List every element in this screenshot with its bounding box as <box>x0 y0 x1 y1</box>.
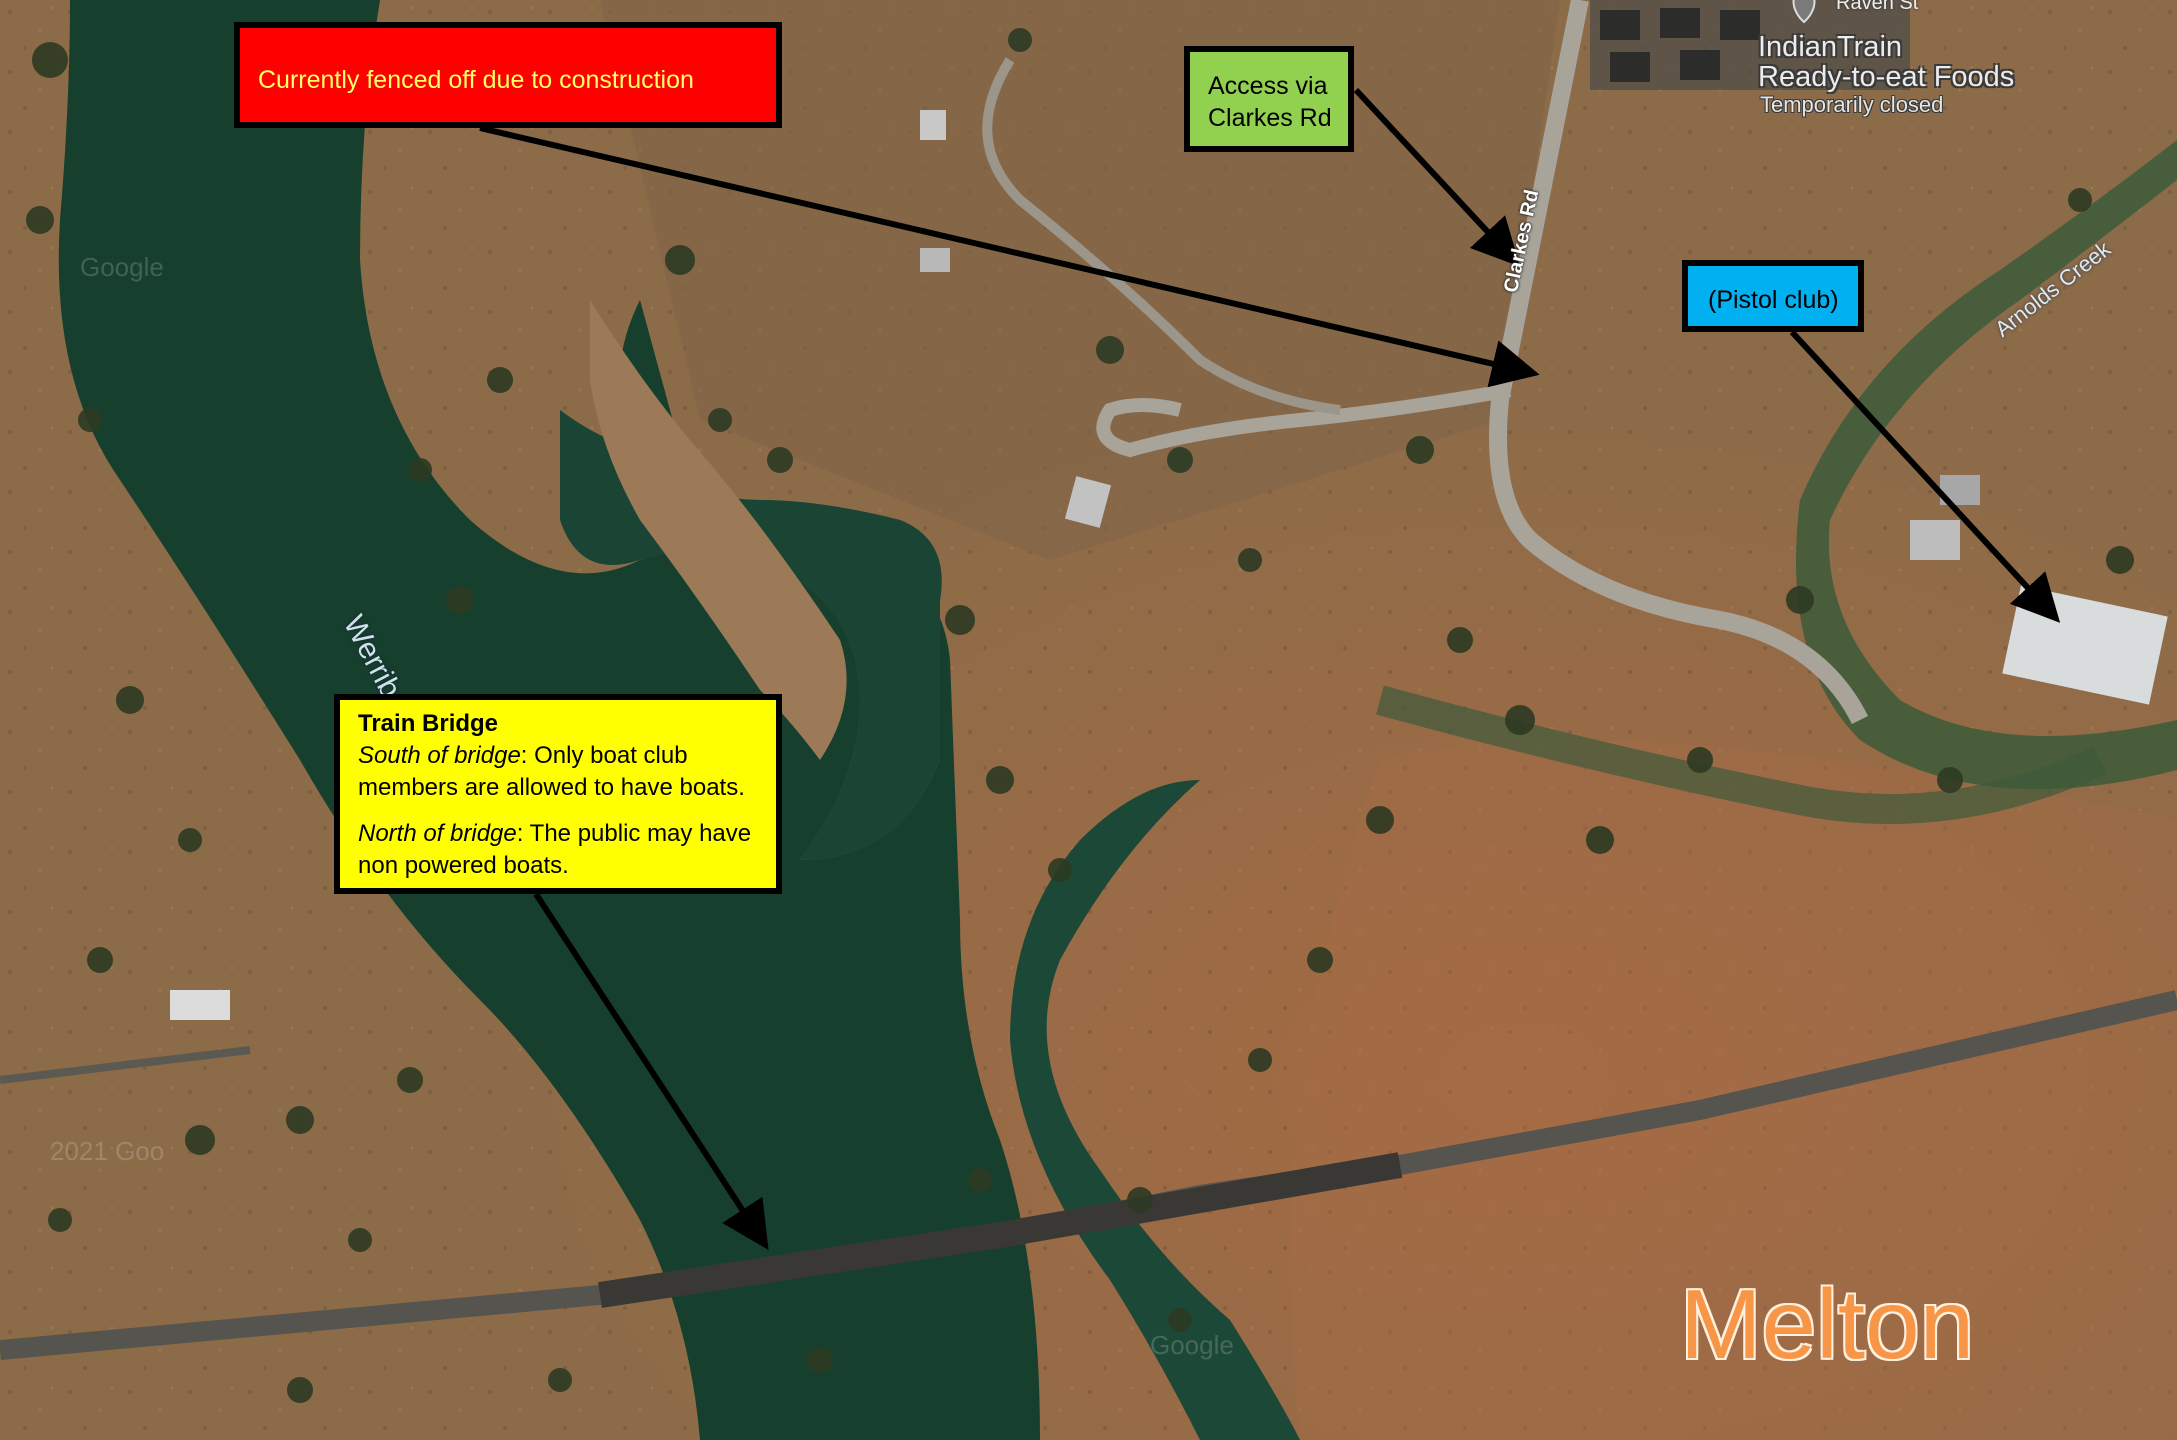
south-text: : Only boat club members are allowed to … <box>358 742 745 801</box>
poi-status: Temporarily closed <box>1760 92 1944 117</box>
street-label-raven: Raven St <box>1836 0 1919 14</box>
poi-label[interactable]: IndianTrain Ready-to-eat Foods <box>1758 32 2014 92</box>
poi-name-line-2: Ready-to-eat Foods <box>1758 61 2015 93</box>
poi-name-line-1: IndianTrain <box>1758 31 1903 63</box>
north-label: North of bridge <box>358 820 517 847</box>
construction-callout: Currently fenced off due to construction <box>234 22 782 128</box>
pistol-club-callout: (Pistol club) <box>1682 260 1864 332</box>
pistol-club-arrow <box>1789 329 2061 623</box>
pistol-club-text: (Pistol club) <box>1708 286 1839 314</box>
access-callout: Access via Clarkes Rd <box>1184 46 1354 152</box>
access-line-1: Access via <box>1208 72 1328 100</box>
map-watermark-copyright: 2021 Goo <box>50 1136 165 1166</box>
train-bridge-callout: Train Bridge South of bridge: Only boat … <box>334 694 782 894</box>
map-watermark: Google <box>1150 1330 1234 1360</box>
map-watermark: Google <box>80 252 164 282</box>
bridge-arrow <box>533 892 769 1251</box>
north-text: : The public may have non powered boats. <box>358 820 752 879</box>
bridge-title: Train Bridge <box>358 710 499 737</box>
access-line-2: Clarkes Rd <box>1208 104 1332 132</box>
town-label: Melton <box>1680 1269 1975 1379</box>
construction-text: Currently fenced off due to construction <box>258 66 694 94</box>
construction-arrow <box>479 125 1540 388</box>
access-arrow <box>1353 87 1521 267</box>
south-label: South of bridge <box>358 742 521 769</box>
